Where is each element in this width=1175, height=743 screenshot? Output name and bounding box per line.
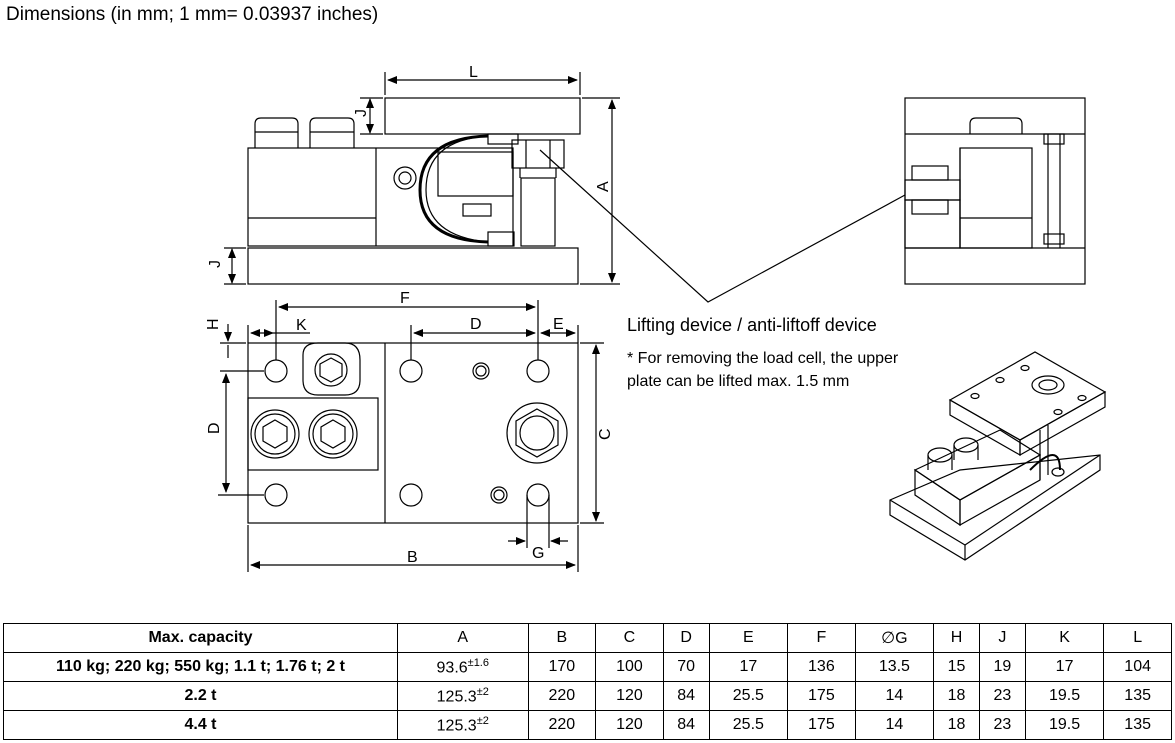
cell-A: 125.3±2 bbox=[397, 710, 529, 740]
cell-B: 170 bbox=[527, 652, 597, 682]
cell-J: 23 bbox=[978, 710, 1026, 740]
table-row: 2.2 t 125.3±2 220 120 84 25.5 175 14 18 … bbox=[3, 681, 1172, 711]
cell-H: 18 bbox=[933, 710, 980, 740]
cell-G: 14 bbox=[854, 681, 935, 711]
cell-J: 23 bbox=[978, 681, 1026, 711]
dimension-drawing: L J J A F H K D E D C B G bbox=[205, 64, 1107, 572]
header-E: E bbox=[708, 623, 789, 653]
label-A: A bbox=[595, 181, 612, 192]
lifting-device-label: Lifting device / anti-liftoff device bbox=[627, 315, 877, 335]
page-title: Dimensions (in mm; 1 mm= 0.03937 inches) bbox=[6, 4, 379, 25]
cell-E: 25.5 bbox=[708, 710, 789, 740]
cell-D: 84 bbox=[662, 710, 710, 740]
top-view bbox=[218, 300, 604, 572]
header-K: K bbox=[1024, 623, 1105, 653]
cell-G: 14 bbox=[854, 710, 935, 740]
label-D-vertical: D bbox=[206, 422, 223, 434]
cell-L: 104 bbox=[1103, 652, 1172, 682]
cell-K: 17 bbox=[1024, 652, 1105, 682]
cell-K: 19.5 bbox=[1024, 681, 1105, 711]
label-L: L bbox=[469, 64, 478, 81]
table-row: 110 kg; 220 kg; 550 kg; 1.1 t; 1.76 t; 2… bbox=[3, 652, 1172, 682]
label-D-horizontal: D bbox=[470, 316, 482, 333]
cell-G: 13.5 bbox=[854, 652, 935, 682]
cell-F: 175 bbox=[787, 710, 856, 740]
header-A: A bbox=[397, 623, 529, 653]
cell-E: 17 bbox=[708, 652, 789, 682]
header-F: F bbox=[787, 623, 856, 653]
cell-C: 120 bbox=[595, 710, 664, 740]
cell-D: 84 bbox=[662, 681, 710, 711]
cell-A: 125.3±2 bbox=[397, 681, 529, 711]
cell-L: 135 bbox=[1103, 710, 1172, 740]
isometric-view bbox=[889, 351, 1107, 561]
header-max-capacity: Max. capacity bbox=[3, 623, 398, 653]
cell-L: 135 bbox=[1103, 681, 1172, 711]
cell-C: 100 bbox=[595, 652, 664, 682]
header-H: H bbox=[933, 623, 980, 653]
dimensions-table: Max. capacity A B C D E F ∅G H J K L 110… bbox=[3, 623, 1172, 740]
cell-E: 25.5 bbox=[708, 681, 789, 711]
table-row: 4.4 t 125.3±2 220 120 84 25.5 175 14 18 … bbox=[3, 710, 1172, 740]
cell-capacity: 110 kg; 220 kg; 550 kg; 1.1 t; 1.76 t; 2… bbox=[3, 652, 398, 682]
cell-D: 70 bbox=[662, 652, 710, 682]
label-G: G bbox=[532, 545, 544, 562]
label-F: F bbox=[400, 290, 410, 307]
label-E: E bbox=[553, 316, 564, 333]
cell-A: 93.6±1.6 bbox=[397, 652, 529, 682]
cell-B: 220 bbox=[527, 681, 597, 711]
label-H: H bbox=[205, 318, 222, 330]
removal-note-line1: * For removing the load cell, the upper bbox=[627, 350, 899, 367]
removal-note-line2: plate can be lifted max. 1.5 mm bbox=[627, 373, 850, 390]
header-G: ∅G bbox=[854, 623, 935, 653]
cell-J: 19 bbox=[978, 652, 1026, 682]
header-J: J bbox=[978, 623, 1026, 653]
table-header-row: Max. capacity A B C D E F ∅G H J K L bbox=[3, 623, 1172, 653]
cell-H: 18 bbox=[933, 681, 980, 711]
cell-H: 15 bbox=[933, 652, 980, 682]
header-B: B bbox=[527, 623, 597, 653]
side-view bbox=[224, 72, 906, 303]
cell-C: 120 bbox=[595, 681, 664, 711]
cell-F: 175 bbox=[787, 681, 856, 711]
detail-view bbox=[904, 97, 1086, 285]
header-L: L bbox=[1103, 623, 1172, 653]
cell-B: 220 bbox=[527, 710, 597, 740]
header-C: C bbox=[595, 623, 664, 653]
label-J-top: J bbox=[353, 109, 370, 117]
cell-capacity: 2.2 t bbox=[3, 681, 398, 711]
header-D: D bbox=[662, 623, 710, 653]
label-J-bottom: J bbox=[207, 260, 224, 268]
label-B: B bbox=[407, 549, 418, 566]
label-C: C bbox=[597, 428, 614, 440]
cell-K: 19.5 bbox=[1024, 710, 1105, 740]
cell-F: 136 bbox=[787, 652, 856, 682]
cell-capacity: 4.4 t bbox=[3, 710, 398, 740]
label-K: K bbox=[296, 317, 307, 334]
